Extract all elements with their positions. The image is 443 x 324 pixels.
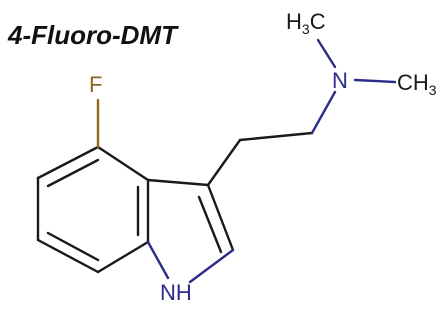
bond-cbeta-n (310, 90, 337, 135)
methyl-right-label: CH3 (397, 70, 437, 98)
bond-c2-n1 (188, 248, 235, 284)
methyl-top-label: H3C (286, 9, 326, 37)
bond-n-methyl-top (316, 38, 337, 69)
bond-c7-c7a (96, 240, 150, 274)
bond-inner-c3-c2 (197, 195, 223, 254)
bond-n-methyl-right (353, 78, 397, 84)
bond-n1-c7a (146, 240, 170, 280)
bond-c6-c7 (36, 238, 100, 274)
methyl-right-ch: CH (397, 70, 429, 95)
methyl-top-subscript: 3 (302, 21, 310, 37)
atom-indole-nh: NH (160, 280, 192, 305)
atom-fluorine: F (89, 72, 102, 97)
methyl-top-h: H (286, 9, 302, 34)
bond-c3a-c3 (146, 178, 210, 187)
bond-calpha-cbeta (238, 131, 314, 142)
molecule-title: 4-Fluoro-DMT (8, 20, 177, 50)
bond-inner-c6-c7 (46, 231, 100, 262)
atom-amine-nitrogen: N (332, 68, 348, 93)
bond-c3-calpha (206, 138, 242, 187)
bond-c3-c2 (206, 183, 235, 252)
methyl-right-subscript: 3 (429, 82, 437, 98)
bond-c3a-c4 (96, 145, 150, 182)
methyl-top-c: C (310, 9, 326, 34)
bond-inner-c4-c5 (46, 158, 100, 188)
bond-c4-c5 (36, 145, 100, 180)
